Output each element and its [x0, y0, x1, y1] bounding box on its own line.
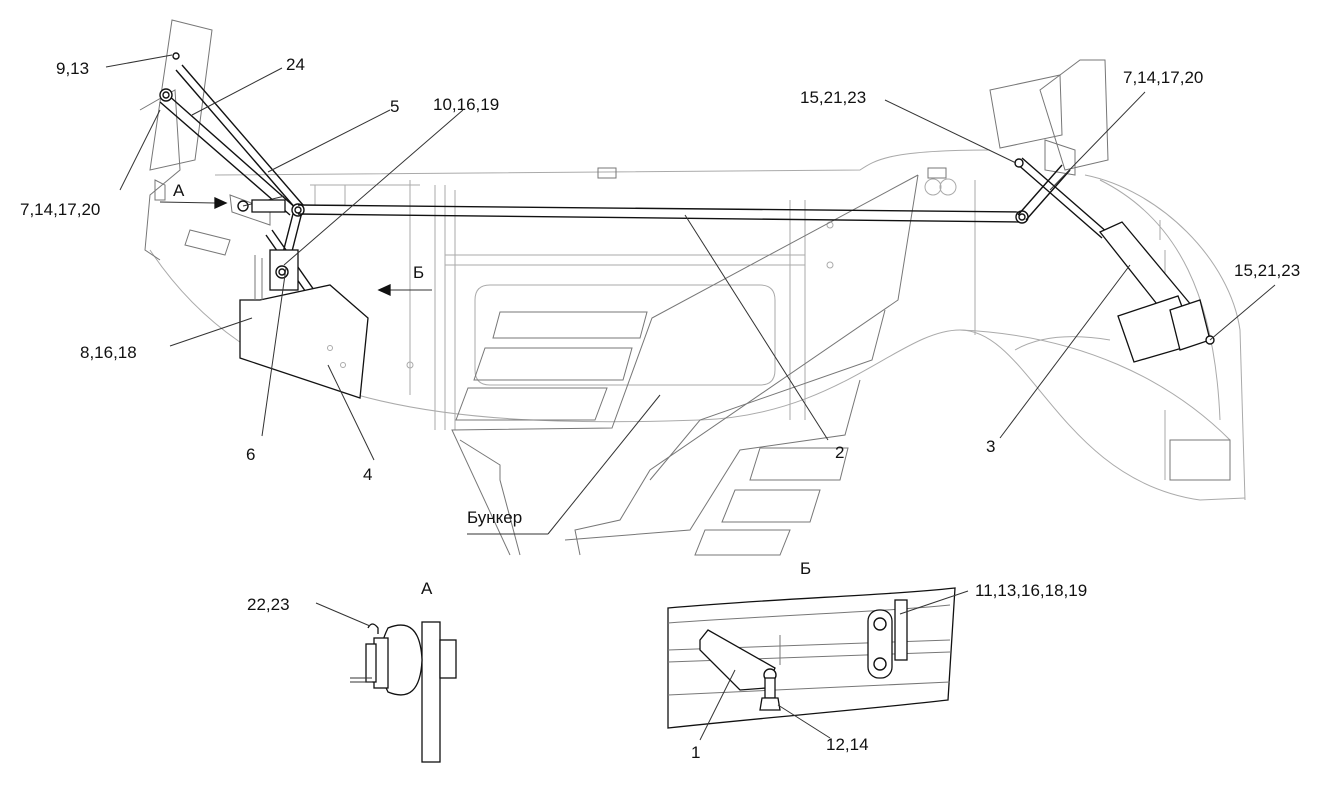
label-bunker: Бункер	[467, 508, 522, 527]
label-2: 2	[835, 443, 844, 462]
label-15-21-23-top: 15,21,23	[800, 88, 866, 107]
label-8-16-18: 8,16,18	[80, 343, 137, 362]
label-view-b-arrow: Б	[413, 263, 424, 282]
connecting-rod	[297, 204, 1029, 224]
view-a-title: А	[421, 579, 433, 598]
leader-lines	[105, 54, 1276, 535]
label-5: 5	[390, 97, 399, 116]
view-b-detail	[667, 587, 969, 741]
bunker-panel	[451, 174, 919, 556]
callout-labels: 9,13 24 5 10,16,19 7,14,17,20 А Б 8,16,1…	[20, 55, 1300, 762]
label-view-a-arrow: А	[173, 181, 185, 200]
label-6: 6	[246, 445, 255, 464]
left-lever-mechanism	[139, 19, 369, 399]
label-3: 3	[986, 437, 995, 456]
label-9-13: 9,13	[56, 59, 89, 78]
label-12-14: 12,14	[826, 735, 869, 754]
right-cylinder-mechanism	[989, 59, 1215, 363]
view-b-title: Б	[800, 559, 811, 578]
label-11-13-16-18-19: 11,13,16,18,19	[975, 581, 1087, 600]
label-7-14-17-20-right: 7,14,17,20	[1123, 68, 1203, 87]
label-10-16-19: 10,16,19	[433, 95, 499, 114]
view-a-detail	[315, 602, 457, 763]
label-24: 24	[286, 55, 305, 74]
label-7-14-17-20-left: 7,14,17,20	[20, 200, 100, 219]
label-4: 4	[363, 465, 372, 484]
label-22-23: 22,23	[247, 595, 290, 614]
label-15-21-23-right: 15,21,23	[1234, 261, 1300, 280]
label-1: 1	[691, 743, 700, 762]
